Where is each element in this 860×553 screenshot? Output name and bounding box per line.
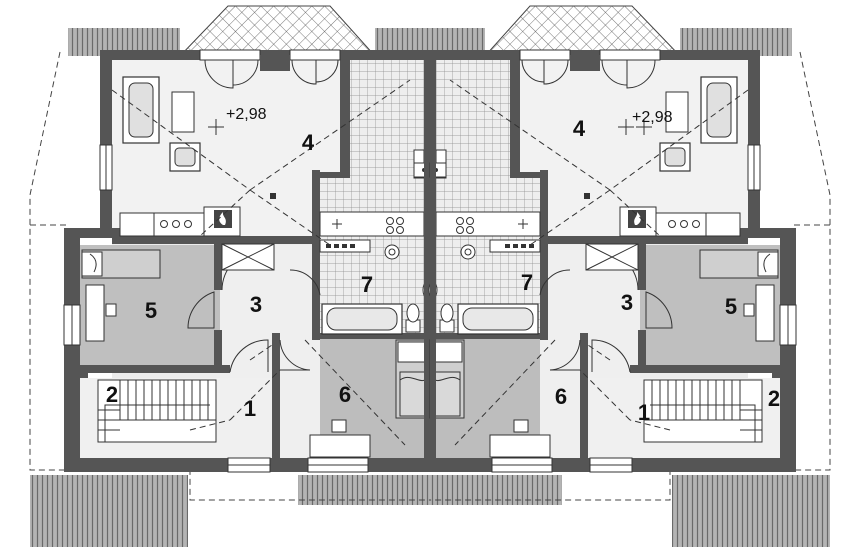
room-3-label: 3 (621, 290, 633, 315)
room-2-label: 2 (106, 382, 118, 407)
room-6-label: 6 (555, 384, 567, 409)
room-2-label: 2 (768, 386, 780, 411)
room-7-label: 7 (361, 272, 373, 297)
room-5-label: 5 (725, 294, 737, 319)
level-marker: +2,98 (226, 106, 267, 123)
party-wall (430, 50, 436, 472)
room-1-label: 1 (244, 396, 256, 421)
level-marker: +2,98 (632, 109, 673, 126)
room-4-label: 4 (302, 130, 315, 155)
room-4-label: 4 (573, 116, 586, 141)
room-7-label: 7 (521, 270, 533, 295)
room-5-label: 5 (145, 298, 157, 323)
room-6-label: 6 (339, 382, 351, 407)
room-3-label: 3 (250, 292, 262, 317)
unit-right (419, 5, 831, 548)
level-cross (618, 119, 634, 135)
unit-left (29, 5, 441, 548)
room-1-label: 1 (638, 400, 650, 425)
